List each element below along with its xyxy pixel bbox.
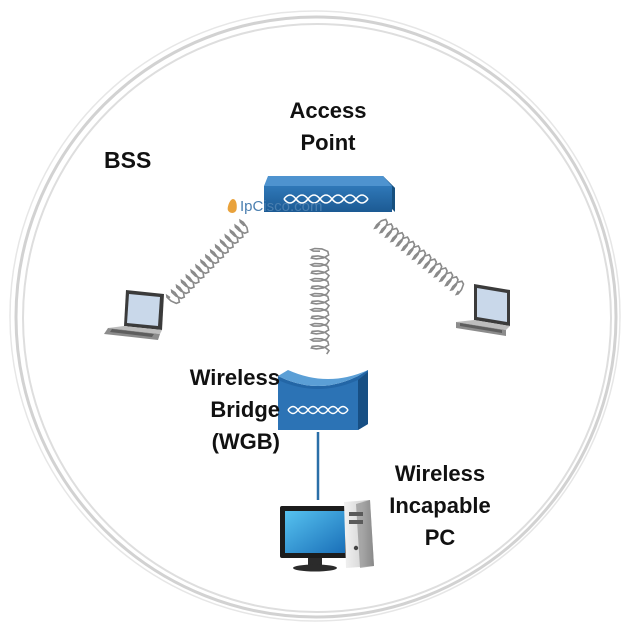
wireless-bridge-label-line2: Bridge (210, 397, 280, 422)
watermark-logo: IpCisco.com (227, 198, 323, 215)
wave-ap-to-wireless-bridge (309, 247, 331, 355)
wireless-signal-waves (165, 218, 465, 355)
laptop-icon (104, 290, 164, 340)
pc-label-line1: Wireless (394, 461, 486, 486)
pc-label-line3: PC (424, 525, 456, 550)
pc-label-line2: Incapable (389, 493, 491, 518)
access-point-wave-pattern (283, 194, 369, 204)
wave-ap-to-left-laptop (165, 218, 249, 305)
watermark-text: IpCisco.com (240, 198, 323, 215)
wireless-bridge-icon (278, 370, 368, 430)
wave-ap-to-right-laptop (373, 218, 465, 296)
wireless-bridge-wave-pattern (287, 405, 349, 415)
bss-label: BSS (104, 147, 152, 173)
bss-boundary-circle (9, 10, 621, 622)
watermark-drop-icon (227, 198, 238, 214)
access-point-icon (264, 176, 395, 212)
wireless-bridge-label-line3: (WGB) (211, 429, 280, 454)
wireless-bridge-label: Wireless Bridge (WGB) (158, 362, 280, 458)
laptop-icon (456, 284, 510, 336)
desktop-pc-icon (280, 500, 374, 572)
access-point-label-line1: Access (289, 98, 367, 123)
access-point-label-line2: Point (300, 130, 356, 155)
wireless-incapable-pc-label: Wireless Incapable PC (372, 458, 508, 554)
wireless-bridge-label-line1: Wireless (189, 365, 280, 390)
access-point-label: Access Point (258, 95, 398, 159)
